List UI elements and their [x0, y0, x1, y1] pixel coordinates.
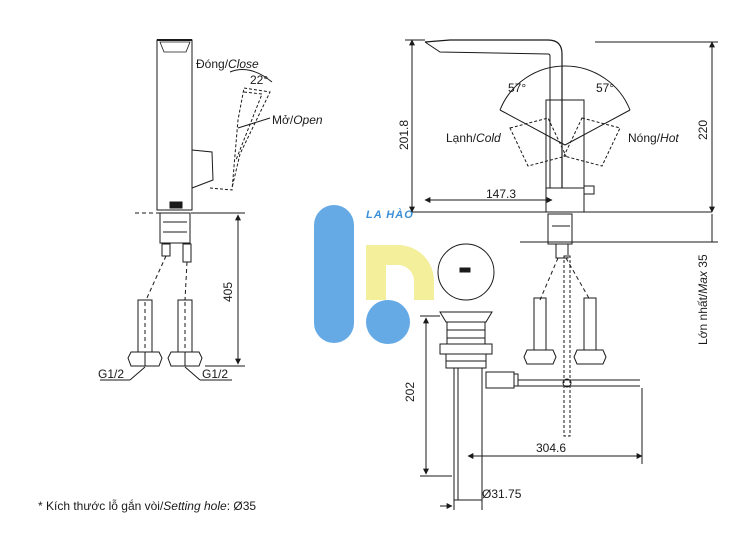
front-spout	[424, 39, 563, 188]
dim-202-label: 202	[403, 382, 417, 402]
side-nut-right	[167, 351, 203, 367]
drain-body	[446, 321, 486, 345]
diameter-label: Ø31.75	[482, 487, 522, 501]
angle-right-label: 57°	[596, 81, 614, 95]
side-shank	[159, 212, 191, 244]
front-aerator	[583, 185, 595, 195]
front-view-labels: 57° 57° Lạnh/Cold Nóng/Hot 201.8 220 147…	[397, 81, 710, 345]
logo-blue-dot	[366, 300, 410, 344]
front-handle-rotated	[509, 117, 621, 167]
close-label: Đóng/Close	[196, 57, 259, 71]
thread-leader-right	[184, 366, 201, 381]
front-nut-left	[523, 349, 557, 365]
side-hose-left	[145, 255, 167, 301]
side-angle-arc	[229, 69, 273, 83]
front-spout-inner	[424, 41, 551, 188]
setting-hole-note: * Kích thước lỗ gắn vòi/Setting hole: Ø3…	[38, 498, 256, 513]
front-hose-right	[565, 257, 591, 301]
front-nut-right	[573, 349, 607, 365]
dim-201-8-label: 201.8	[397, 120, 411, 150]
front-shank	[547, 213, 573, 245]
side-nut-left	[127, 351, 163, 367]
side-view-labels: Đóng/Close 22° Mở/Open 405 G1/2 G1/2	[98, 57, 323, 381]
logo-blue-bar	[314, 205, 354, 343]
dim-304-6-label: 304.6	[536, 441, 566, 455]
angle-left-label: 57°	[508, 81, 526, 95]
front-hose-end-right	[583, 297, 597, 351]
side-hose-right	[184, 261, 188, 301]
open-leader	[237, 117, 271, 129]
drain-pivot	[562, 378, 572, 388]
max-35-label: Lớn nhất/Max 35	[696, 254, 710, 345]
front-hose-end-left	[533, 297, 547, 351]
front-angle-arc	[499, 65, 631, 111]
side-faucet-body	[156, 39, 193, 211]
watermark-logo: LA HÀO	[314, 205, 434, 344]
thread-leader-left	[129, 366, 146, 381]
side-faucet-spout-tip	[159, 41, 191, 53]
side-faucet-logo	[169, 201, 183, 209]
angle-22-label: 22°	[250, 73, 268, 87]
watermark-brand: LA HÀO	[366, 208, 414, 221]
front-body	[545, 99, 585, 189]
drain-labels: 202 304.6 Ø31.75	[403, 382, 566, 501]
side-handle-closed	[191, 149, 214, 189]
front-view	[405, 39, 718, 437]
popup-rod	[563, 255, 571, 437]
thread-right-label: G1/2	[202, 367, 228, 381]
open-label: Mở/Open	[272, 113, 323, 127]
dim-220-label: 220	[696, 120, 710, 140]
side-view	[100, 39, 273, 381]
front-hose-left	[539, 257, 559, 301]
drain-assembly	[420, 243, 643, 510]
drain-top-view	[437, 243, 495, 301]
drain-cap	[439, 311, 493, 323]
thread-left-label: G1/2	[98, 367, 124, 381]
dim-147-3-label: 147.3	[486, 187, 516, 201]
drain-tube	[453, 367, 483, 501]
drain-overflow	[485, 371, 515, 389]
dim-405-label: 405	[221, 282, 235, 302]
side-handle-open	[209, 87, 271, 191]
logo-yellow-arch	[366, 245, 434, 300]
cold-label: Lạnh/Cold	[446, 131, 501, 145]
side-shank-nut	[182, 243, 192, 263]
hot-label: Nóng/Hot	[628, 131, 679, 145]
